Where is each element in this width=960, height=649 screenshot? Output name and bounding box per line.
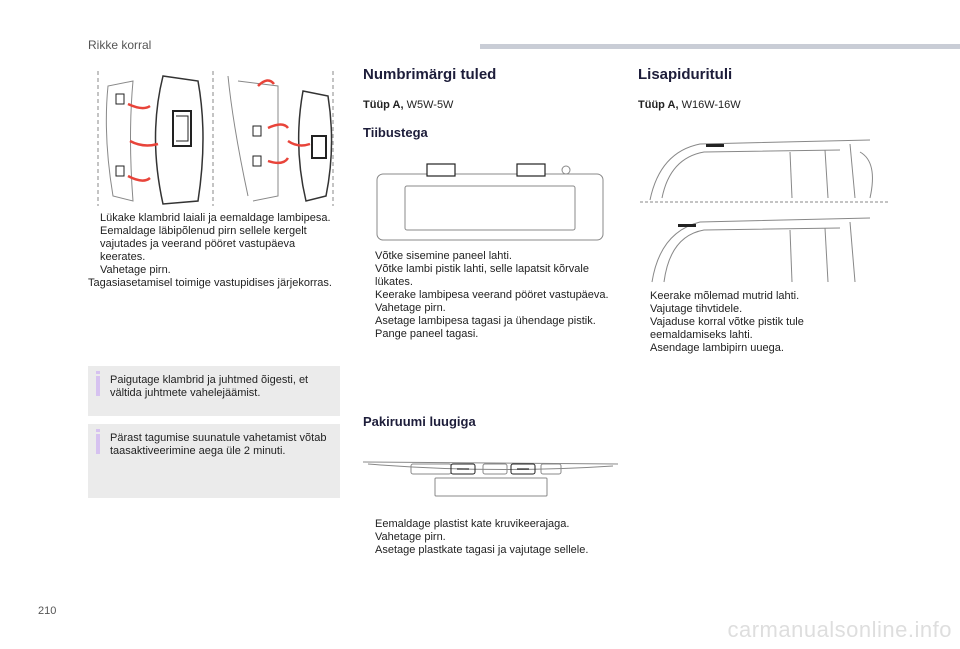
list-item: Vajutage tihvtidele.	[650, 303, 743, 315]
reassembly-note: Tagasiasetamisel toimige vastupidises jä…	[88, 277, 332, 289]
info-icon	[96, 429, 100, 454]
subsection-title-tailgate: Pakiruumi luugiga	[363, 414, 476, 429]
info-box-reactivation: Pärast tagumise suunatule vahetamist võt…	[88, 424, 340, 498]
list-item: Eemaldage plastist kate kruvikeerajaga.	[375, 518, 570, 530]
list-item: Vahetage pirn.	[375, 302, 446, 314]
tailgate-light-steps: Eemaldage plastist kate kruvikeerajaga. …	[363, 518, 618, 557]
plate-light-panel-illustration	[376, 163, 604, 241]
tailgate-light-illustration	[363, 461, 618, 497]
list-item: Võtke lambi pistik lahti, selle lapatsit…	[375, 263, 589, 288]
bulb-removal-steps: Lükake klambrid laiali ja eemaldage lamb…	[88, 212, 340, 277]
header-bar	[480, 44, 960, 49]
list-item: Asetage lambipesa tagasi ja ühendage pis…	[375, 315, 596, 327]
list-item: Keerake mõlemad mutrid lahti.	[650, 290, 800, 302]
list-item: Pange paneel tagasi.	[375, 328, 479, 340]
brake-light-steps: Keerake mõlemad mutrid lahti. Vajutage t…	[638, 290, 873, 355]
bulb-type: Tüüp A, W16W-16W	[638, 99, 741, 111]
brake-light-illustration	[640, 139, 890, 283]
page-number: 210	[38, 605, 57, 617]
watermark: carmanualsonline.info	[727, 617, 952, 642]
lamp-clip-illustration	[97, 71, 334, 206]
list-item: Asetage plastkate tagasi ja vajutage sel…	[375, 544, 589, 556]
list-item: Võtke sisemine paneel lahti.	[375, 250, 512, 262]
list-item: Vahetage pirn.	[375, 531, 446, 543]
section-label: Rikke korral	[88, 38, 152, 52]
subsection-title-wings: Tiibustega	[363, 125, 428, 140]
bulb-type: Tüüp A, W5W-5W	[363, 99, 454, 111]
list-item: Eemaldage läbipõlenud pirn sellele kerge…	[100, 225, 307, 263]
list-item: Vahetage pirn.	[100, 264, 171, 276]
list-item: Vajaduse korral võtke pistik tule eemald…	[650, 316, 804, 341]
section-title-plate-lights: Numbrimärgi tuled	[363, 66, 497, 83]
info-box-clips: Paigutage klambrid ja juhtmed õigesti, e…	[88, 366, 340, 416]
list-item: Lükake klambrid laiali ja eemaldage lamb…	[100, 212, 331, 224]
plate-light-steps: Võtke sisemine paneel lahti. Võtke lambi…	[363, 250, 618, 341]
section-title-brake-light: Lisapidurituli	[638, 66, 733, 83]
info-icon	[96, 371, 100, 396]
list-item: Keerake lambipesa veerand pööret vastupä…	[375, 289, 609, 301]
list-item: Asendage lambipirn uuega.	[650, 342, 784, 354]
